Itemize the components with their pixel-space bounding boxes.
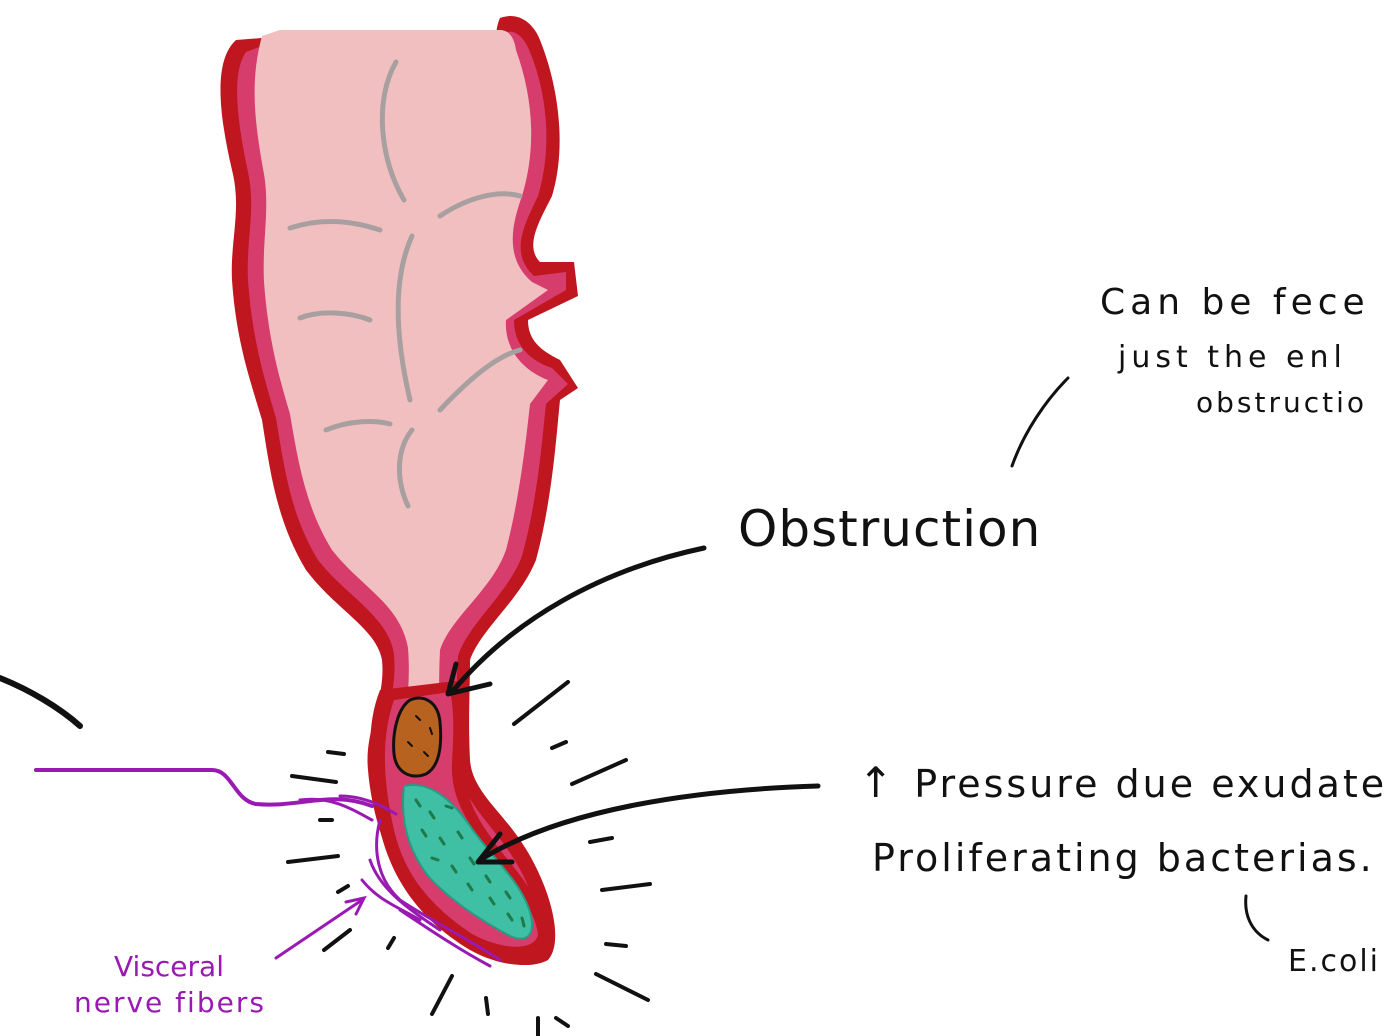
fecal-note-line-3: obstructio [1196, 386, 1368, 419]
pain-radiating-lines [286, 680, 652, 1036]
haustral-folds [287, 59, 523, 509]
fecal-note-line-2: just the enl [1118, 340, 1347, 375]
pressure-pointer-arrow [475, 783, 821, 865]
fecal-note-line-1: Can be fece [1100, 282, 1370, 323]
pressure-label: ↑ Pressure due exudate [858, 758, 1387, 807]
bacteria-label: Proliferating bacterias. [872, 836, 1375, 880]
visceral-nerve-label-line-2: nerve fibers [74, 986, 266, 1019]
obstruction-label: Obstruction [738, 500, 1042, 558]
obstruction-pointer-arrow [445, 545, 707, 697]
visceral-nerve-label-line-1: Visceral [114, 950, 224, 983]
fecalith [392, 696, 443, 778]
fecal-note-connector [1010, 376, 1070, 468]
ecoli-label: E.coli [1288, 944, 1381, 979]
fecalith-marks [407, 715, 433, 757]
exudate-region [402, 783, 533, 940]
colon-illustration [220, 16, 578, 966]
increase-arrow-glyph: ↑ [858, 758, 897, 807]
nerve-fibers [34, 768, 502, 968]
left-edge-stroke [0, 675, 83, 729]
bacteria-dots [414, 798, 526, 928]
ecoli-connector [1244, 894, 1270, 942]
nerve-pointer-arrow [274, 895, 367, 960]
pressure-text: Pressure due exudate [914, 762, 1388, 806]
colon-lumen [254, 30, 549, 770]
